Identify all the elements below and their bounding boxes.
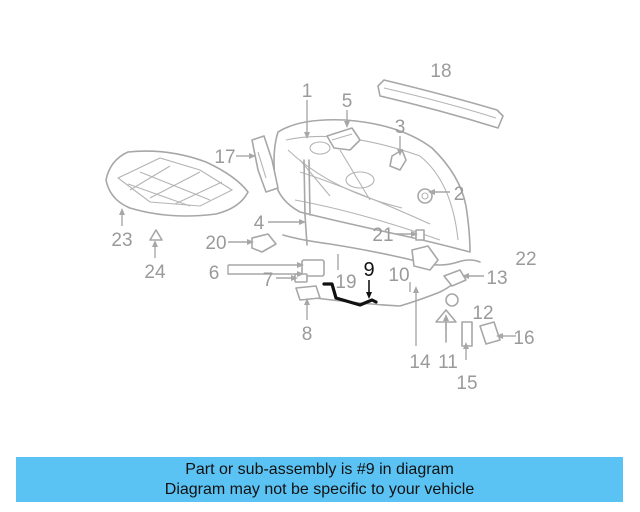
callout-12: 12 xyxy=(472,303,493,324)
part-21-clip xyxy=(415,229,425,241)
highlight-arrowhead xyxy=(366,292,372,299)
callout-4: 4 xyxy=(254,213,265,234)
part-18-trim-strip xyxy=(377,79,504,129)
callout-2: 2 xyxy=(454,184,465,205)
callout-10: 10 xyxy=(388,265,409,286)
part-2-grommet xyxy=(417,188,433,204)
callout-labels: 1 2 3 4 5 6 7 8 9 10 11 12 13 14 15 16 1… xyxy=(111,61,536,394)
banner-line-1: Part or sub-assembly is #9 in diagram xyxy=(185,461,454,478)
callout-15: 15 xyxy=(456,373,477,394)
callout-22: 22 xyxy=(515,249,536,270)
callout-23: 23 xyxy=(111,230,132,251)
part-1-hood-panel xyxy=(273,118,471,253)
callout-14: 14 xyxy=(409,352,431,373)
part-23-insulator xyxy=(105,150,249,217)
callout-13: 13 xyxy=(486,268,507,289)
callout-21: 21 xyxy=(372,225,393,246)
callout-11: 11 xyxy=(438,352,458,373)
part-9-highlighted xyxy=(322,282,378,307)
part-22-seal xyxy=(457,259,481,263)
part-20-bracket xyxy=(251,233,277,253)
callout-18: 18 xyxy=(430,61,451,82)
part-5-hood-latch xyxy=(326,127,361,151)
part-10-lock xyxy=(411,245,439,271)
part-8-guide xyxy=(295,285,321,301)
part-17-hinge xyxy=(251,135,279,193)
callout-5: 5 xyxy=(342,91,353,112)
part-12-retainer xyxy=(445,293,459,307)
part-16-buffer xyxy=(479,321,501,345)
part-13-latch xyxy=(443,269,467,287)
leader-arrowheads xyxy=(119,121,503,349)
callout-17: 17 xyxy=(214,147,235,168)
parts-diagram: 1 2 3 4 5 6 7 8 9 10 11 12 13 14 15 16 1… xyxy=(105,61,537,394)
callout-24: 24 xyxy=(144,262,166,283)
callout-19: 19 xyxy=(335,272,356,293)
callout-6: 6 xyxy=(209,263,220,284)
callout-1: 1 xyxy=(302,81,313,102)
info-banner: Part or sub-assembly is #9 in diagram Di… xyxy=(16,457,623,502)
callout-8: 8 xyxy=(302,324,313,345)
callout-3: 3 xyxy=(395,117,406,138)
callout-7: 7 xyxy=(263,270,274,291)
callout-16: 16 xyxy=(513,328,534,349)
part-15-screw xyxy=(461,321,473,347)
part-24-cap xyxy=(149,229,163,241)
callout-9-highlighted: 9 xyxy=(363,259,374,281)
part-6-handle xyxy=(301,259,325,277)
banner-line-2: Diagram may not be specific to your vehi… xyxy=(164,481,475,498)
callout-20: 20 xyxy=(205,233,226,254)
